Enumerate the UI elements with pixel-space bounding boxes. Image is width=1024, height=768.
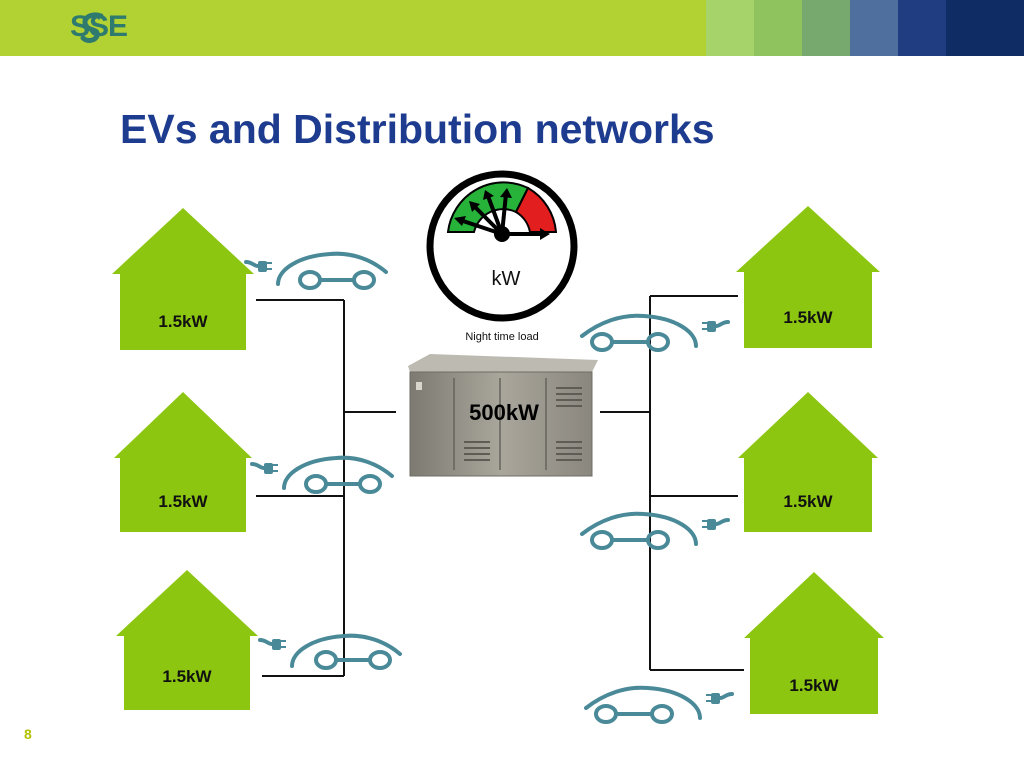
sse-logo-icon: [80, 12, 104, 43]
electric-car-icon: [580, 511, 730, 550]
house-power-label: 1.5kW: [789, 676, 839, 695]
header-stripe: [850, 0, 898, 56]
house-icon: [736, 206, 880, 348]
header-bar: [0, 0, 1024, 56]
house-icon: [114, 392, 252, 532]
electric-car-icon: [244, 251, 388, 290]
header-stripe: [706, 0, 754, 56]
load-gauge-icon: [426, 170, 578, 322]
header-stripe: [898, 0, 946, 56]
house-icon: [738, 392, 878, 532]
page-number: 8: [24, 726, 32, 742]
house-icon: [116, 570, 258, 710]
house-power-label: 1.5kW: [158, 312, 208, 331]
transformer-rating-label: 500kW: [469, 400, 539, 425]
gauge-caption: Night time load: [465, 331, 539, 343]
logo-text: SSE: [70, 10, 128, 43]
house: 1.5kW: [112, 208, 254, 350]
house: 1.5kW: [114, 392, 252, 532]
house: 1.5kW: [116, 570, 258, 710]
house: 1.5kW: [736, 206, 880, 348]
house-power-label: 1.5kW: [162, 667, 212, 686]
electric-car-icon: [258, 633, 402, 670]
electric-car-icon: [584, 685, 734, 724]
house-icon: [744, 572, 884, 714]
house-power-label: 1.5kW: [158, 492, 208, 511]
electric-car-icon: [580, 313, 730, 352]
electric-car-icon: [250, 455, 394, 494]
header-stripe: [802, 0, 850, 56]
house-power-label: 1.5kW: [783, 492, 833, 511]
house-icon: [112, 208, 254, 350]
slide-title: EVs and Distribution networks: [120, 106, 715, 152]
house: 1.5kW: [744, 572, 884, 714]
header-stripe: [946, 0, 1024, 56]
header-stripe: [754, 0, 802, 56]
house-power-label: 1.5kW: [783, 308, 833, 327]
house: 1.5kW: [738, 392, 878, 532]
transformer-icon: [408, 354, 598, 477]
gauge-unit-label: kW: [491, 268, 521, 290]
